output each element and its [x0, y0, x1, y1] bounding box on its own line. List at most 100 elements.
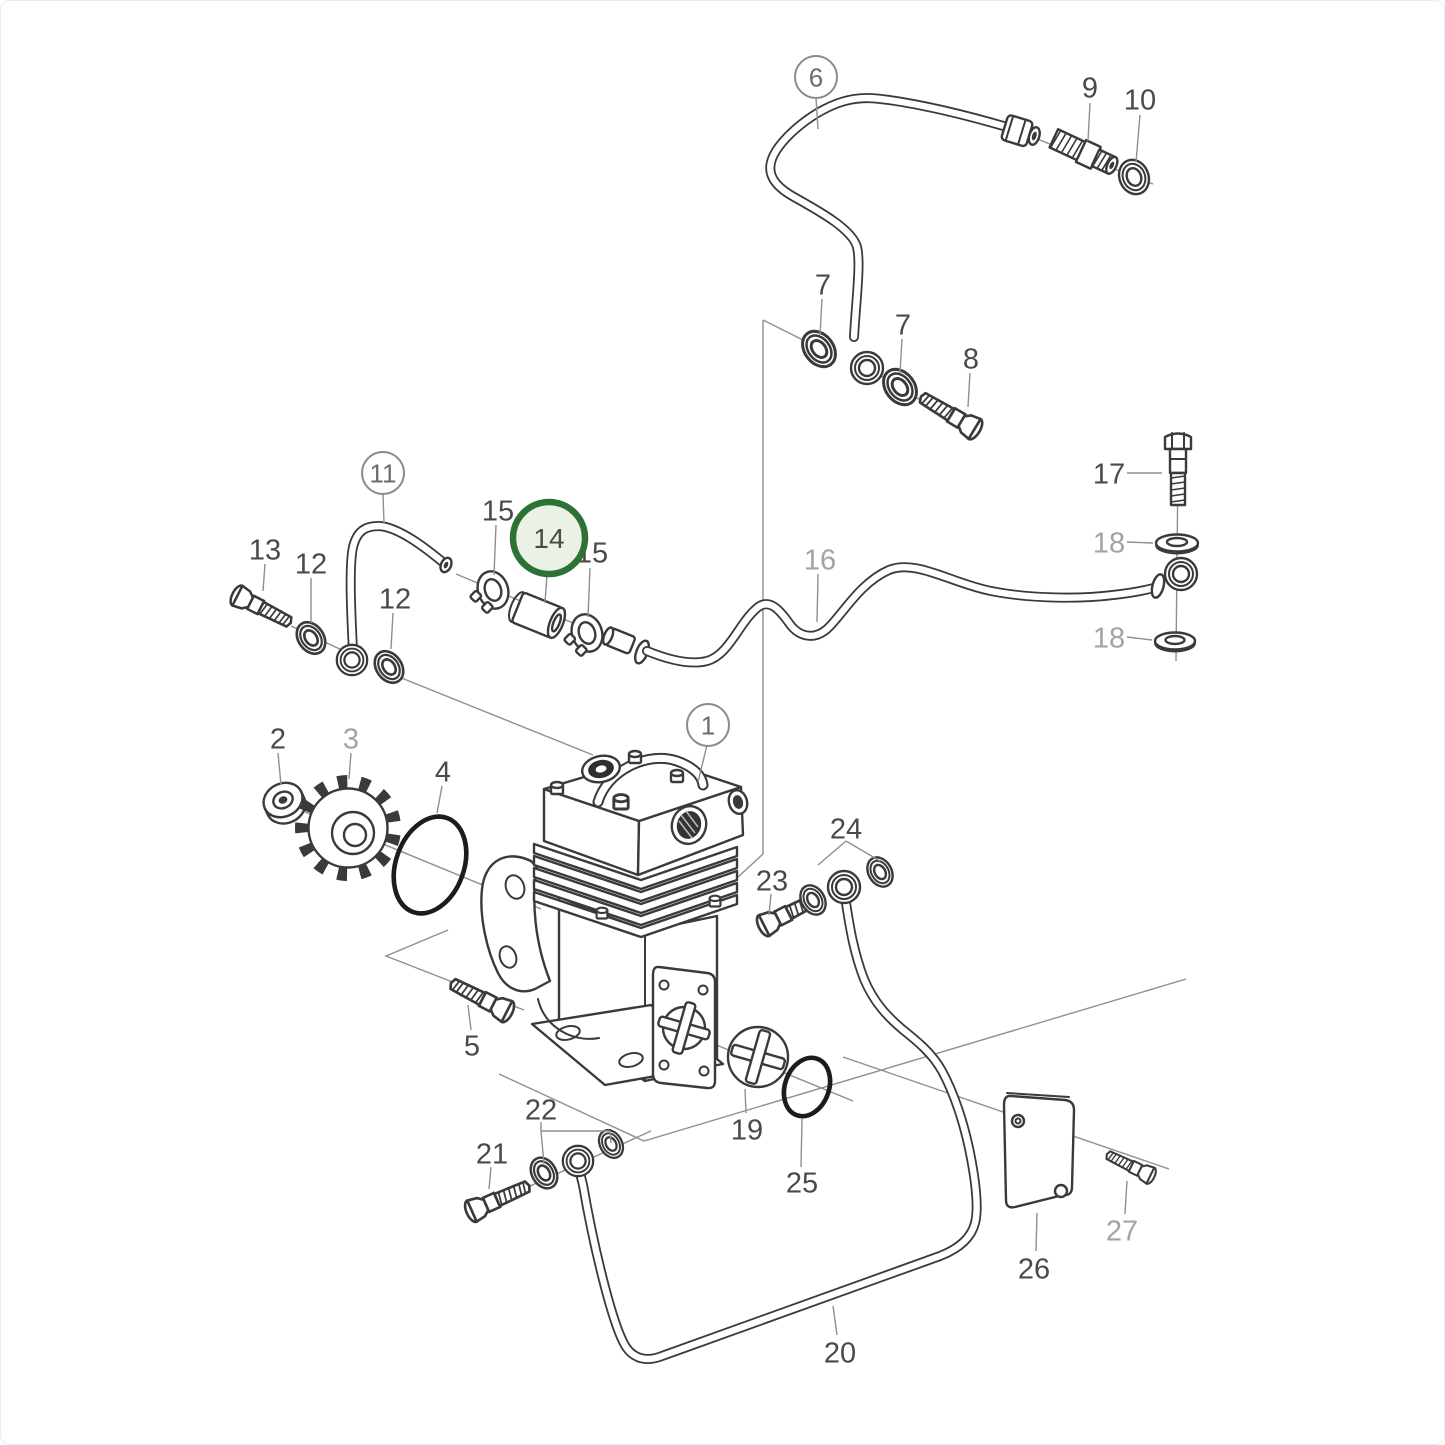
part-number-text: 1 [701, 710, 715, 740]
part-16-pipe-drawing [601, 556, 1199, 668]
banjo-eye-24 [826, 869, 862, 905]
leader-line-part-15b [587, 567, 591, 618]
part-number-text: 8 [963, 343, 979, 375]
part-number-text: 18 [1093, 527, 1125, 559]
part-number-text: 11 [370, 458, 397, 488]
callout-circle [361, 451, 405, 495]
front-mounting-face [651, 965, 717, 1090]
part-4-oring-drawing [391, 814, 469, 916]
left-mount-bracket [480, 855, 552, 993]
leader-line-part-3 [348, 752, 352, 780]
part-number-text: 6 [809, 62, 823, 92]
part-number-text: 9 [1082, 72, 1098, 104]
part-number-text: 20 [824, 1337, 856, 1369]
part-label-24: 24 [830, 813, 862, 845]
part-13-bolt-drawing [226, 582, 298, 634]
part-label-2: 2 [270, 723, 286, 755]
leader-line-part-16 [816, 573, 819, 623]
part-number-text: 27 [1106, 1215, 1138, 1247]
part-3-drive-gear-drawing [295, 775, 401, 881]
part-1-air-compressor-drawing [480, 749, 749, 1090]
part-label-6: 6 [794, 55, 838, 99]
part-label-17: 17 [1093, 458, 1125, 490]
part-2-nut-drawing [262, 781, 307, 825]
part-label-22: 22 [525, 1094, 557, 1126]
part-label-15a: 15 [482, 495, 514, 527]
part-number-text: 19 [731, 1114, 763, 1146]
parts-layer [226, 93, 1200, 1364]
part-label-12a: 12 [295, 548, 327, 580]
part-label-3: 3 [343, 723, 359, 755]
part-label-18b: 18 [1093, 622, 1125, 654]
leader-line-part-7b [899, 338, 903, 374]
part-17-banjo-bolt-drawing [1163, 432, 1193, 507]
part-number-text: 25 [786, 1167, 818, 1199]
part-15a-clamp-drawing [462, 566, 515, 619]
part-label-8: 8 [963, 343, 979, 375]
highlight-ring [509, 498, 589, 578]
part-number-text: 4 [435, 756, 451, 788]
part-number-text: 16 [804, 544, 836, 576]
part-number-text: 26 [1018, 1253, 1050, 1285]
part-label-7a: 7 [815, 269, 831, 301]
part-label-20: 20 [824, 1337, 856, 1369]
leader-line-part-1 [697, 744, 708, 783]
part-label-14: 14 [509, 498, 589, 578]
leader-line-part-18a [1126, 541, 1154, 544]
part-9-fitting-drawing [1048, 128, 1119, 175]
callout-circle [686, 703, 730, 747]
part-label-5: 5 [464, 1030, 480, 1062]
part-number-text: 23 [756, 865, 788, 897]
part-number-text: 5 [464, 1030, 480, 1062]
part-label-26: 26 [1018, 1253, 1050, 1285]
leader-line-part-22 [609, 1130, 612, 1144]
leader-line-part-10 [1135, 114, 1141, 163]
leader-line-part-2 [277, 752, 282, 786]
part-number-text: 2 [270, 723, 286, 755]
callout-circle [794, 55, 838, 99]
part-14-hose-sleeve-drawing [508, 591, 567, 640]
part-number-text: 24 [830, 813, 862, 845]
leader-line-part-13 [262, 563, 266, 592]
leader-line-part-24 [845, 840, 881, 862]
part-10-seal-washer-drawing [1117, 158, 1151, 196]
banjo-eye-22 [561, 1144, 595, 1178]
part-18a-washer-drawing [1154, 533, 1200, 555]
part-label-18a: 18 [1093, 527, 1125, 559]
part-number-text: 14 [533, 523, 564, 554]
part-25-oring-drawing [781, 1055, 833, 1119]
part-19-cover-plug-drawing [726, 1025, 790, 1089]
part-label-23: 23 [756, 865, 788, 897]
part-label-19: 19 [731, 1114, 763, 1146]
part-number-text: 17 [1093, 458, 1125, 490]
part-number-text: 7 [895, 309, 911, 341]
part-number-text: 18 [1093, 622, 1125, 654]
part-number-text: 10 [1124, 84, 1156, 116]
banjo-eye-16 [1163, 556, 1199, 592]
part-11-pipe-drawing [335, 521, 453, 677]
leader-line-part-14 [544, 573, 548, 604]
part-label-10: 10 [1124, 84, 1156, 116]
leader-line-part-25 [800, 1118, 803, 1168]
part-label-25: 25 [786, 1167, 818, 1199]
leader-lines [262, 97, 1162, 1336]
part-label-12b: 12 [379, 583, 411, 615]
part-number-text: 12 [295, 548, 327, 580]
leader-line-part-21 [488, 1166, 492, 1190]
part-number-text: 13 [249, 534, 281, 566]
leader-line-part-8 [967, 372, 971, 408]
leader-line-part-18b [1126, 636, 1153, 641]
part-27-screw-drawing [1101, 1145, 1160, 1187]
banjo-eye-11 [335, 643, 369, 677]
leader-line-part-15a [493, 524, 497, 576]
part-21-bolt-drawing [460, 1173, 536, 1226]
leader-line-part-7a [819, 298, 823, 336]
part-label-16: 16 [804, 544, 836, 576]
leader-line-part-22 [540, 1130, 545, 1165]
part-label-7b: 7 [895, 309, 911, 341]
leader-line-part-26 [1035, 1212, 1038, 1252]
leader-line-part-23 [768, 893, 772, 916]
